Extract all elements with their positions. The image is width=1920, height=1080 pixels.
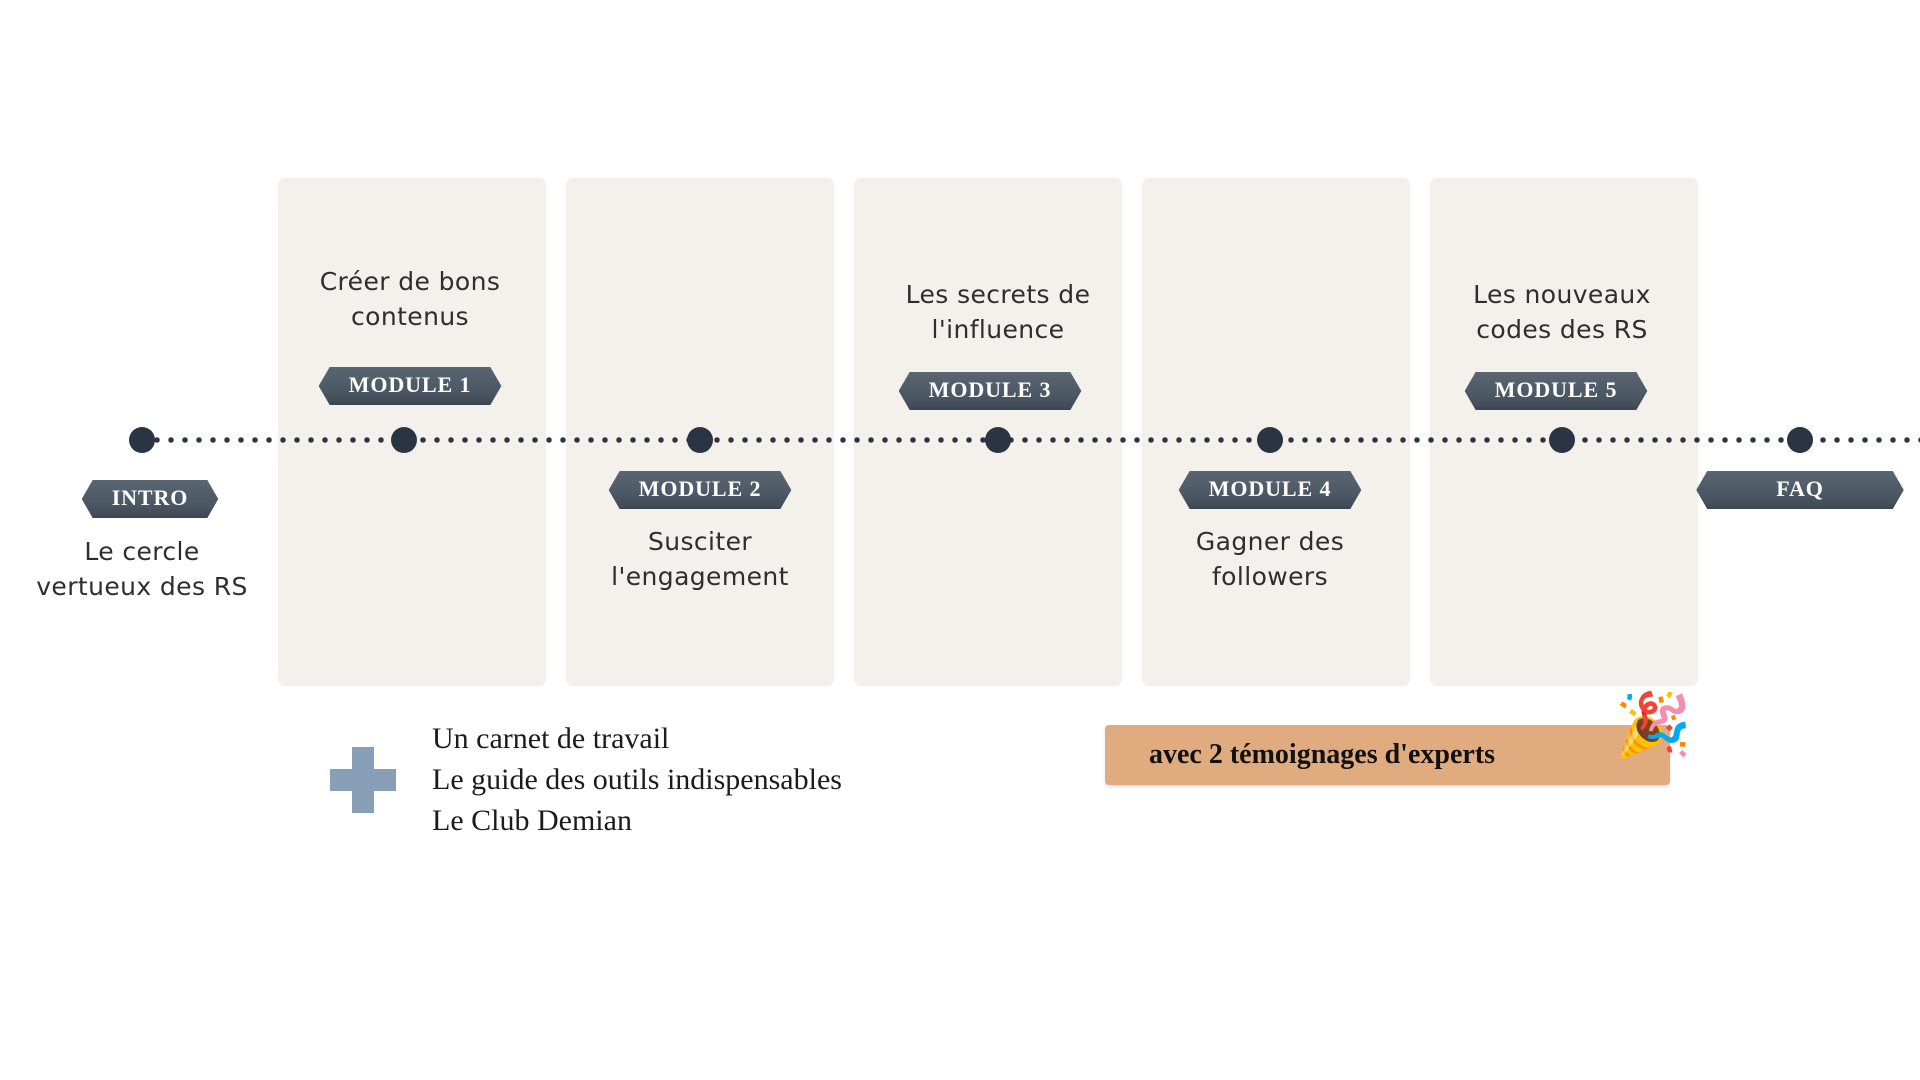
extras-item-3: Le Club Demian bbox=[432, 804, 632, 838]
caption-module-5-line2: codes des RS bbox=[1476, 314, 1648, 344]
caption-module-1-line1: Créer de bons bbox=[319, 267, 501, 296]
timeline-node-module-2[interactable] bbox=[687, 427, 713, 453]
timeline-dotted-rail bbox=[136, 437, 1920, 443]
badge-module-4[interactable]: MODULE 4 bbox=[1179, 471, 1362, 509]
badge-module-2[interactable]: MODULE 2 bbox=[609, 471, 792, 509]
caption-module-1: Créer de bons contenus bbox=[275, 265, 545, 334]
badge-module-5-label: MODULE 5 bbox=[1494, 377, 1618, 402]
caption-module-2-line1: Susciter bbox=[647, 527, 753, 556]
caption-module-5-line1: Les nouveaux bbox=[1473, 280, 1651, 309]
extras-item-1: Un carnet de travail bbox=[432, 722, 670, 755]
caption-module-2: Susciter l'engagement bbox=[565, 525, 835, 594]
caption-module-4-line2: followers bbox=[1211, 561, 1328, 591]
caption-module-2-line2: l'engagement bbox=[611, 561, 789, 591]
caption-module-3-line2: l'influence bbox=[931, 314, 1065, 344]
timeline-node-intro[interactable] bbox=[129, 427, 155, 453]
caption-module-4-line1: Gagner des bbox=[1195, 527, 1345, 556]
caption-module-4: Gagner des followers bbox=[1135, 525, 1405, 594]
caption-intro: Le cercle vertueux des RS bbox=[0, 535, 292, 604]
extras-item-2: Le guide des outils indispensables bbox=[432, 763, 842, 797]
timeline-node-module-1[interactable] bbox=[391, 427, 417, 453]
testimonial-banner: avec 2 témoignages d'experts 🎉 bbox=[1105, 695, 1692, 785]
caption-module-3-line1: Les secrets de bbox=[905, 280, 1091, 309]
plus-icon bbox=[330, 746, 396, 813]
badge-module-5[interactable]: MODULE 5 bbox=[1465, 372, 1648, 410]
timeline-node-module-3[interactable] bbox=[985, 427, 1011, 453]
badge-module-1-label: MODULE 1 bbox=[348, 372, 472, 397]
badge-module-1[interactable]: MODULE 1 bbox=[319, 367, 502, 405]
timeline-node-module-5[interactable] bbox=[1549, 427, 1575, 453]
caption-module-3: Les secrets de l'influence bbox=[863, 278, 1133, 347]
badge-module-3[interactable]: MODULE 3 bbox=[899, 372, 1082, 410]
caption-module-5: Les nouveaux codes des RS bbox=[1427, 278, 1697, 347]
timeline-node-faq[interactable] bbox=[1787, 427, 1813, 453]
badge-intro-label: INTRO bbox=[111, 485, 189, 510]
caption-intro-line2: vertueux des RS bbox=[36, 571, 248, 601]
extras-list: Un carnet de travail Le guide des outils… bbox=[432, 718, 842, 841]
badge-module-2-label: MODULE 2 bbox=[638, 476, 762, 501]
badge-module-4-label: MODULE 4 bbox=[1208, 476, 1332, 501]
caption-module-1-line2: contenus bbox=[351, 301, 469, 331]
caption-intro-line1: Le cercle bbox=[84, 537, 200, 566]
party-popper-icon: 🎉 bbox=[1614, 691, 1692, 760]
timeline-node-module-4[interactable] bbox=[1257, 427, 1283, 453]
badge-module-3-label: MODULE 3 bbox=[928, 377, 1052, 402]
badge-faq-label: FAQ bbox=[1776, 476, 1824, 501]
testimonial-text: avec 2 témoignages d'experts bbox=[1149, 739, 1496, 770]
extras-block: Un carnet de travail Le guide des outils… bbox=[330, 718, 842, 841]
badge-faq[interactable]: FAQ bbox=[1696, 471, 1904, 509]
badge-intro[interactable]: INTRO bbox=[82, 480, 219, 518]
